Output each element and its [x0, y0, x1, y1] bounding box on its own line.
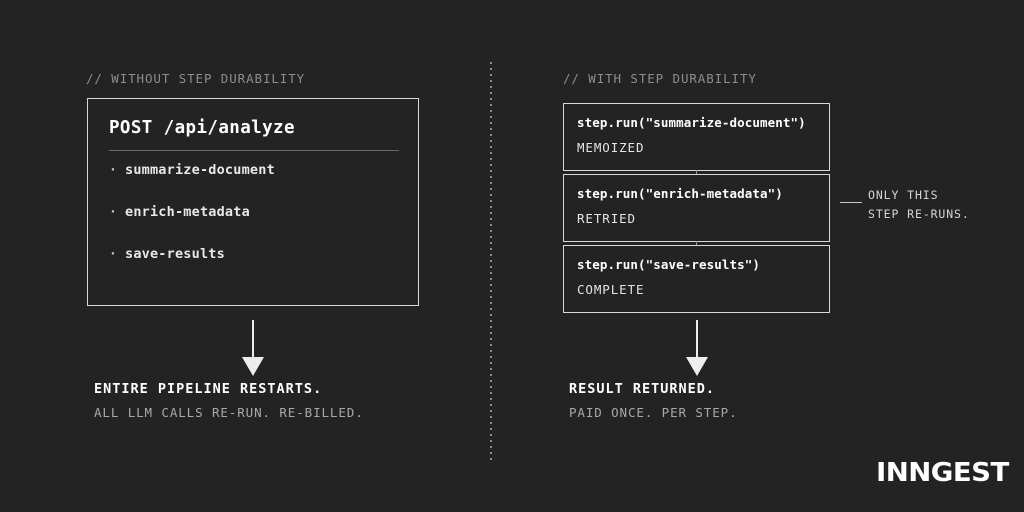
- status-badge: MEMOIZED: [577, 140, 645, 155]
- arrow-head: [242, 357, 264, 376]
- status-badge: RETRIED: [577, 211, 636, 226]
- list-item-label: summarize-document: [125, 162, 275, 178]
- annotation-line-2: STEP RE-RUNS.: [868, 207, 970, 221]
- endpoint-divider: [109, 150, 399, 151]
- down-arrow-icon: [242, 320, 264, 376]
- status-badge: COMPLETE: [577, 282, 645, 297]
- step-call-label: step.run("save-results"): [577, 257, 761, 272]
- outcome-headline: ENTIRE PIPELINE RESTARTS.: [94, 381, 323, 397]
- step-call-label: step.run("summarize-document"): [577, 115, 806, 130]
- bullet-icon: ·: [109, 163, 118, 178]
- annotation-line-1: ONLY THIS: [868, 188, 939, 202]
- step-call-label: step.run("enrich-metadata"): [577, 186, 783, 201]
- down-arrow-icon: [686, 320, 708, 376]
- left-column-comment: // WITHOUT STEP DURABILITY: [86, 71, 306, 86]
- list-item-label: save-results: [125, 246, 225, 262]
- step-box-save-results: step.run("save-results") COMPLETE: [563, 245, 830, 313]
- step-box-summarize-document: step.run("summarize-document") MEMOIZED: [563, 103, 830, 171]
- list-item-label: enrich-metadata: [125, 204, 250, 220]
- arrow-stem: [252, 320, 254, 360]
- right-column-comment: // WITH STEP DURABILITY: [563, 71, 757, 86]
- left-outcome-caption: ENTIRE PIPELINE RESTARTS. ALL LLM CALLS …: [94, 381, 364, 420]
- endpoint-step-list: · summarize-document · enrich-metadata ·…: [109, 162, 399, 288]
- endpoint-title: POST /api/analyze: [109, 118, 295, 138]
- endpoint-panel: POST /api/analyze · summarize-document ·…: [87, 98, 419, 306]
- arrow-stem: [696, 320, 698, 360]
- column-divider: [490, 62, 492, 464]
- step-connector: [696, 170, 697, 174]
- bullet-icon: ·: [109, 247, 118, 262]
- retry-annotation: ONLY THIS STEP RE-RUNS.: [868, 186, 970, 224]
- outcome-subline: PAID ONCE. PER STEP.: [569, 405, 738, 420]
- outcome-headline: RESULT RETURNED.: [569, 381, 716, 397]
- annotation-leader-line: [840, 202, 862, 203]
- arrow-head: [686, 357, 708, 376]
- list-item: · enrich-metadata: [109, 204, 399, 246]
- bullet-icon: ·: [109, 205, 118, 220]
- step-connector: [696, 241, 697, 245]
- step-box-enrich-metadata: step.run("enrich-metadata") RETRIED: [563, 174, 830, 242]
- right-outcome-caption: RESULT RETURNED. PAID ONCE. PER STEP.: [569, 381, 738, 420]
- outcome-subline: ALL LLM CALLS RE-RUN. RE-BILLED.: [94, 405, 364, 420]
- list-item: · save-results: [109, 246, 399, 288]
- inngest-logo: INNGEST: [876, 458, 1009, 488]
- list-item: · summarize-document: [109, 162, 399, 204]
